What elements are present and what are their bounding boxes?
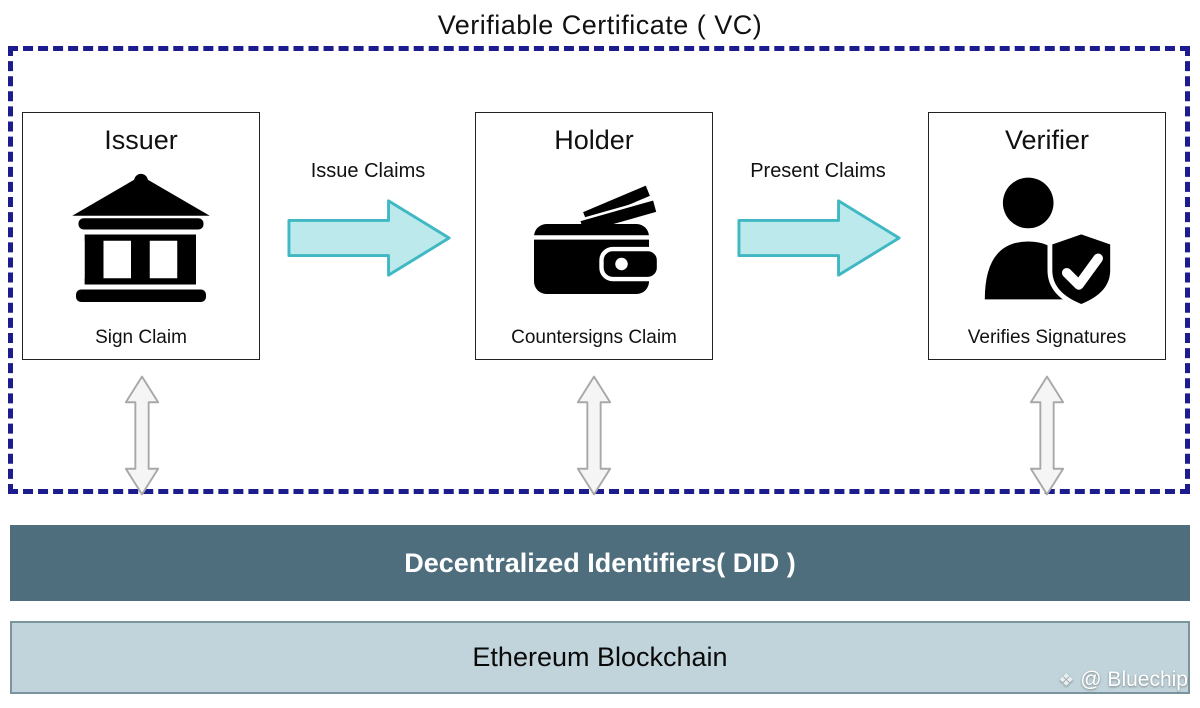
present-claims-arrow-icon: [737, 194, 903, 282]
holder-did-link-arrow-icon: [575, 372, 613, 499]
verifier-box: Verifier Verifies Signatures: [928, 112, 1166, 360]
person-shield-check-icon: [975, 156, 1120, 327]
diagram-title: Verifiable Certificate ( VC): [437, 10, 763, 40]
wallet-icon: [519, 156, 669, 327]
verifier-did-link-arrow-icon: [1028, 372, 1066, 499]
did-layer-label: Decentralized Identifiers( DID ): [404, 547, 796, 578]
bank-icon: [66, 156, 216, 327]
holder-action: Countersigns Claim: [511, 327, 677, 348]
holder-title: Holder: [554, 125, 634, 155]
ethereum-layer-bar: Ethereum Blockchain: [10, 621, 1190, 694]
watermark-diamond-icon: ❖: [1058, 669, 1075, 690]
vc-dashed-frame: [8, 46, 1190, 494]
ethereum-layer-label: Ethereum Blockchain: [472, 642, 728, 672]
issuer-action: Sign Claim: [95, 327, 187, 348]
issue-claims-arrow-icon: [287, 194, 453, 282]
issuer-title: Issuer: [104, 125, 178, 155]
issue-claims-label: Issue Claims: [310, 160, 426, 182]
present-claims-label: Present Claims: [750, 160, 886, 182]
issuer-box: Issuer Sign Claim: [22, 112, 260, 360]
verifier-action: Verifies Signatures: [967, 327, 1127, 348]
watermark-label: @ Bluechip: [1080, 668, 1188, 691]
did-layer-bar: Decentralized Identifiers( DID ): [10, 525, 1190, 601]
holder-box: Holder Countersigns Claim: [475, 112, 713, 360]
watermark: ❖ @ Bluechip: [1058, 668, 1188, 692]
verifier-title: Verifier: [1004, 125, 1090, 155]
issuer-did-link-arrow-icon: [123, 372, 161, 499]
